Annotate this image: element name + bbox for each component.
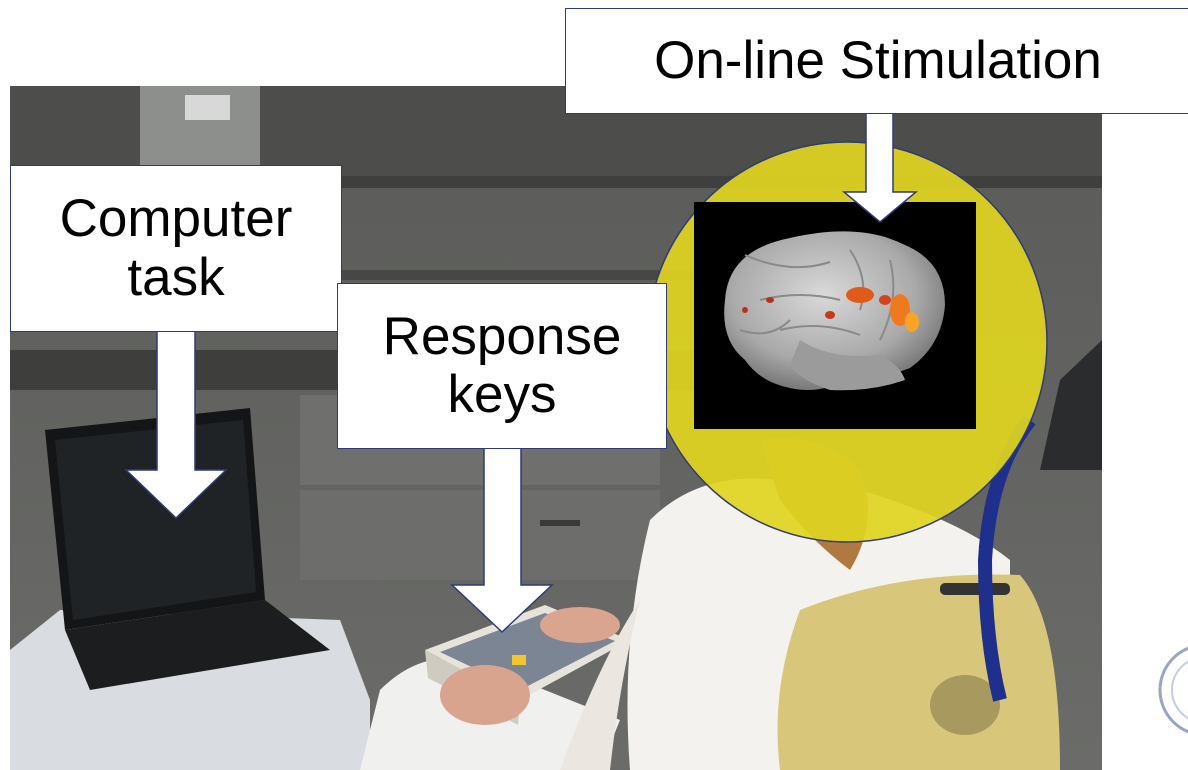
computer-task-line-2: task (127, 247, 225, 307)
computer-task-label: Computer task (10, 165, 342, 332)
stimulation-label-text: On-line Stimulation (654, 30, 1102, 90)
brain-icon (724, 231, 945, 391)
stimulation-highlight (646, 141, 1048, 543)
response-keys-line-1: Response (382, 306, 622, 366)
university-seal (1158, 646, 1188, 734)
response-keys-label: Response keys (337, 283, 667, 449)
response-keys-line-2: keys (447, 365, 557, 424)
computer-task-line-1: Computer (59, 189, 293, 249)
arrow-down-icon (841, 111, 919, 223)
stimulation-label: On-line Stimulation (565, 8, 1188, 114)
arrow-down-icon (450, 444, 554, 634)
arrow-down-icon (124, 329, 228, 520)
